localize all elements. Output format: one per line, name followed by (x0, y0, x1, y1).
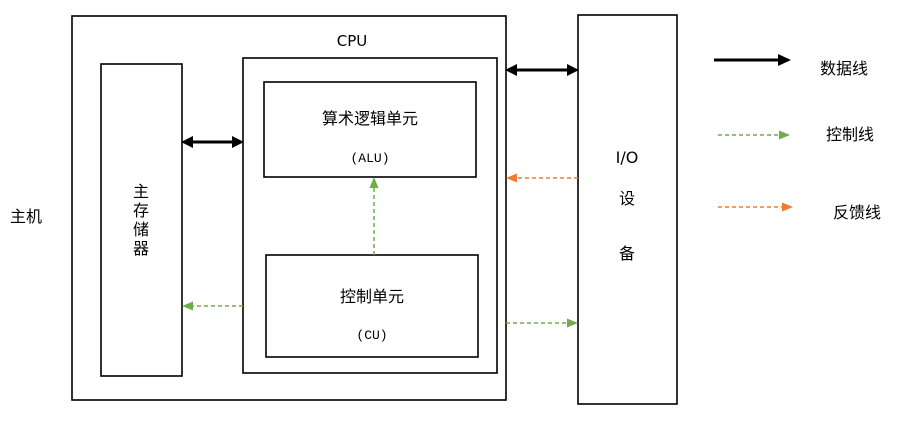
legend-item-control-line: 控制线 (718, 125, 874, 144)
cu-name: 控制单元 (340, 287, 404, 306)
legend-label: 控制线 (826, 125, 874, 144)
io-block: I/O 设 备 (577, 14, 678, 405)
data-arrow-host-io (505, 64, 579, 76)
control-arrow-host-io (506, 318, 578, 328)
io-box (577, 14, 678, 405)
io-label-line1: I/O (616, 148, 639, 167)
legend: 数据线 控制线 反馈线 (714, 54, 881, 222)
control-arrow-cpu-memory (182, 301, 243, 311)
memory-char: 器 (133, 239, 149, 258)
alu-block: 算术逻辑单元 (ALU) (263, 81, 477, 178)
control-arrow-cu-alu (369, 177, 379, 255)
memory-char: 主 (133, 182, 149, 201)
io-label-line3: 备 (619, 244, 635, 263)
legend-data-arrow (714, 54, 791, 66)
cpu-box (242, 57, 498, 374)
alu-name: 算术逻辑单元 (322, 109, 418, 128)
legend-feedback-arrow (718, 202, 793, 212)
memory-char: 存 (133, 201, 149, 220)
memory-block: 主 存 储 器 (100, 63, 183, 377)
host-box (71, 15, 507, 401)
memory-char: 储 (133, 220, 149, 239)
data-arrow-memory-cpu (181, 136, 244, 148)
legend-item-feedback-line: 反馈线 (718, 202, 881, 222)
legend-label: 反馈线 (833, 203, 881, 222)
alu-abbr: (ALU) (350, 151, 389, 166)
legend-control-arrow (718, 130, 790, 140)
cu-block: 控制单元 (CU) (265, 254, 479, 358)
legend-label: 数据线 (820, 59, 868, 78)
cu-abbr: (CU) (356, 328, 387, 343)
io-label-line2: 设 (619, 189, 635, 208)
legend-item-data-line: 数据线 (714, 54, 868, 78)
host-label: 主机 (10, 207, 42, 226)
feedback-arrow-io-host (506, 173, 578, 183)
alu-box (263, 81, 477, 178)
memory-box (100, 63, 183, 377)
cpu-label: CPU (337, 32, 368, 50)
cu-box (265, 254, 479, 358)
